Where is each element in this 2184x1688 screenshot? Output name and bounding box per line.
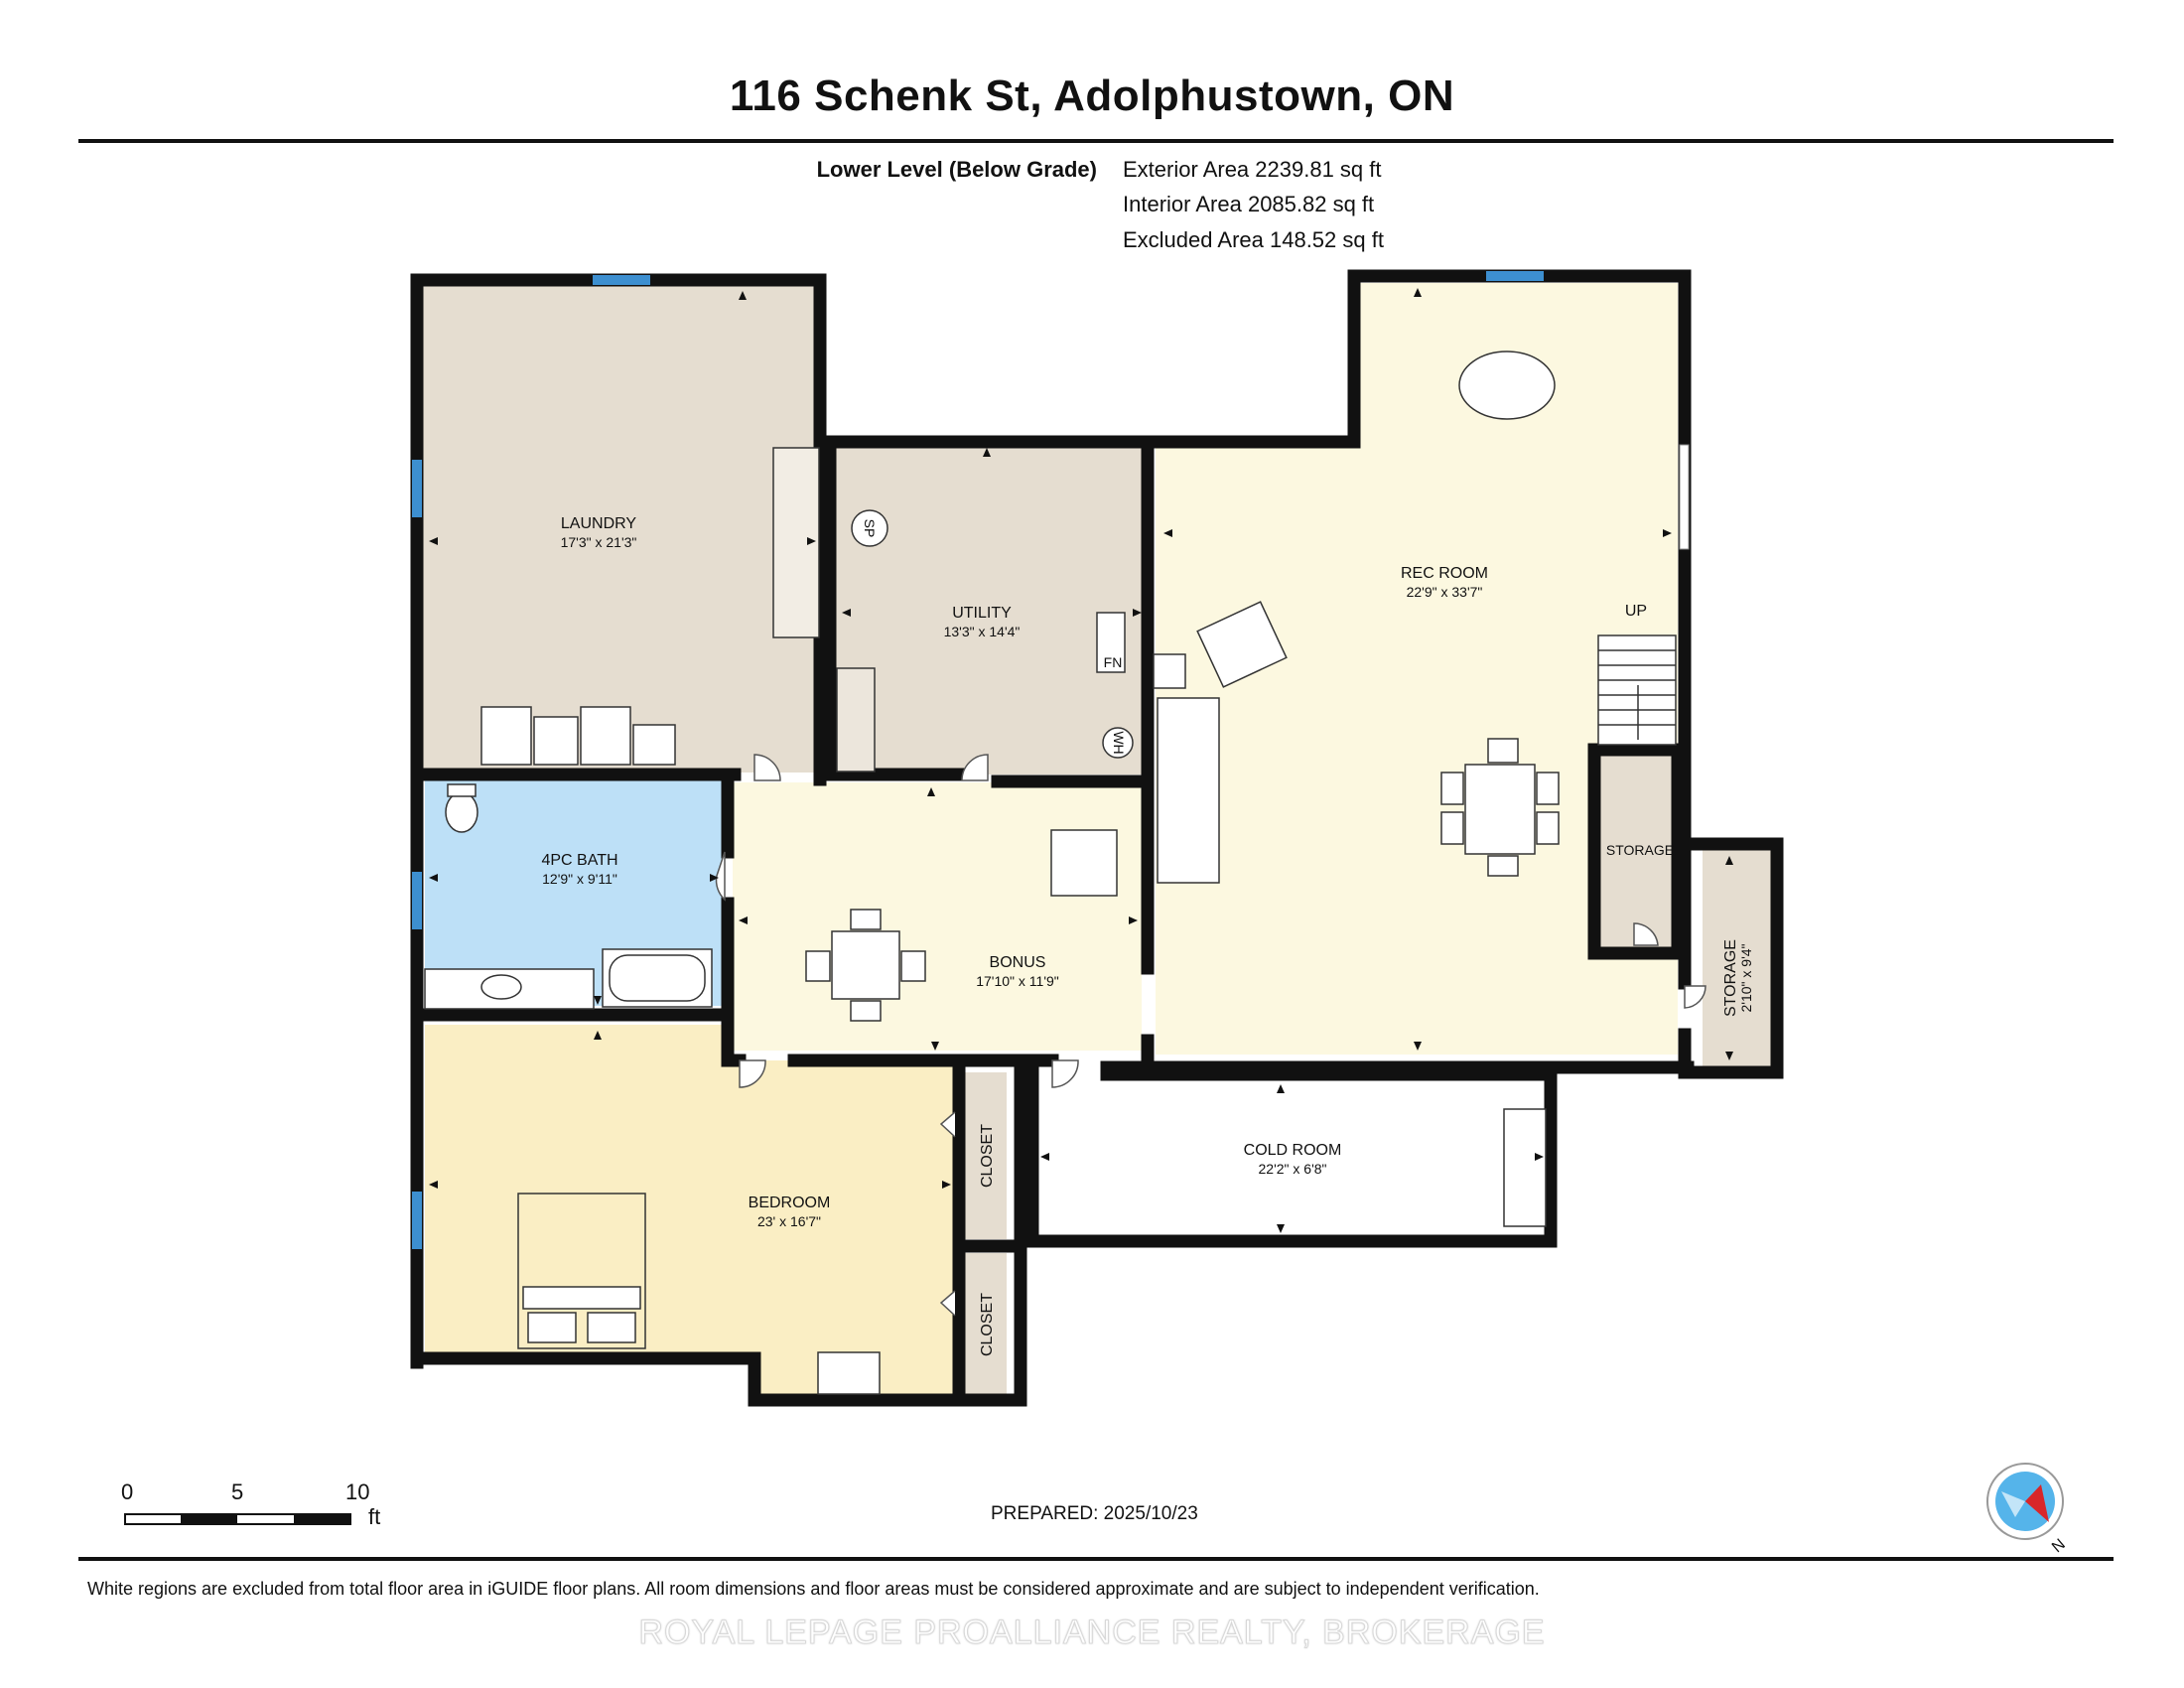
- level-name: Lower Level (Below Grade): [816, 157, 1097, 182]
- utility-name: UTILITY: [952, 605, 1012, 622]
- prepared-date: PREPARED: 2025/10/23: [991, 1503, 1198, 1524]
- rec-room-fill: [1156, 283, 1678, 1055]
- interior-area: Interior Area 2085.82 sq ft: [1123, 192, 1375, 216]
- sump-pump-icon: [851, 509, 888, 547]
- utility-fixtures: [836, 509, 1134, 773]
- closet-upper-fill: [965, 1072, 1007, 1239]
- storage-small-name: STORAGE: [1606, 842, 1674, 858]
- stairs-up-label: UP: [1625, 603, 1647, 620]
- storage-side-dims: 2'10" x 9'4": [1738, 943, 1754, 1012]
- cold-room-dims: 22'2" x 6'8": [1259, 1161, 1327, 1177]
- storage-small-fill: [1600, 755, 1672, 950]
- round-table-icon: [1458, 351, 1556, 420]
- bedroom-dims: 23' x 16'7": [757, 1213, 821, 1229]
- scale-label-10: 10: [345, 1479, 370, 1504]
- disclaimer: White regions are excluded from total fl…: [87, 1579, 1540, 1599]
- scale-label-0: 0: [121, 1479, 134, 1504]
- sump-pump-label: SP: [862, 519, 878, 538]
- furnace-label: FN: [1104, 654, 1123, 670]
- laundry-name: LAUNDRY: [561, 515, 637, 532]
- toilet-icon: [445, 791, 478, 833]
- header-divider: [78, 139, 2114, 143]
- bedroom-furniture: [517, 1193, 881, 1395]
- storage-side-name: STORAGE: [1722, 939, 1739, 1017]
- rec-room-furniture: [1153, 351, 1560, 884]
- scale-unit: ft: [368, 1504, 381, 1529]
- laundry-dims: 17'3" x 21'3": [561, 534, 637, 550]
- compass-north-label: N: [2049, 1536, 2069, 1556]
- closet-upper-name: CLOSET: [979, 1124, 996, 1188]
- bedroom-fill: [425, 1025, 955, 1395]
- armchair-icon: [1196, 601, 1288, 688]
- bonus-dims: 17'10" x 11'9": [976, 973, 1059, 989]
- utility-fill: [834, 447, 1142, 774]
- cold-room-shelf: [1503, 1108, 1547, 1227]
- storage-side-fill: [1703, 844, 1772, 1067]
- rec-room-dims: 22'9" x 33'7": [1407, 584, 1483, 600]
- windows: [412, 271, 1544, 1249]
- water-heater-label: WH: [1111, 731, 1127, 754]
- exterior-area: Exterior Area 2239.81 sq ft: [1123, 157, 1382, 182]
- watermark: ROYAL LEPAGE PROALLIANCE REALTY, BROKERA…: [638, 1614, 1546, 1652]
- dining-table-icon: [1464, 764, 1536, 855]
- bath-name: 4PC BATH: [541, 852, 617, 869]
- dimension-arrows: [429, 288, 1733, 1233]
- utility-dims: 13'3" x 14'4": [944, 624, 1021, 639]
- bath-fixtures: [424, 783, 713, 1010]
- bonus-fill: [733, 782, 1142, 1051]
- water-heater-icon: [1102, 727, 1134, 759]
- bedroom-name: BEDROOM: [749, 1195, 831, 1211]
- bonus-name: BONUS: [990, 954, 1046, 971]
- stairs-icon: [1597, 634, 1677, 746]
- closet-lower-name: CLOSET: [979, 1293, 996, 1356]
- bath-dims: 12'9" x 9'11": [542, 871, 617, 887]
- footer-divider: [78, 1557, 2114, 1561]
- bonus-furniture: [805, 829, 1118, 1022]
- doors: [715, 754, 1706, 1317]
- closet-lower-fill: [965, 1253, 1007, 1395]
- scale-bar: [124, 1513, 351, 1525]
- laundry-fill: [422, 286, 819, 773]
- page-title: 116 Schenk St, Adolphustown, ON: [729, 71, 1455, 120]
- rec-room-name: REC ROOM: [1401, 565, 1488, 582]
- compass-icon: [1986, 1463, 2064, 1540]
- sofa-icon: [1157, 697, 1220, 884]
- sink-icon: [480, 974, 522, 1000]
- cold-room-name: COLD ROOM: [1244, 1142, 1342, 1159]
- excluded-area: Excluded Area 148.52 sq ft: [1123, 227, 1384, 252]
- scale-label-5: 5: [231, 1479, 244, 1504]
- laundry-fixtures: [480, 447, 820, 766]
- rec-side-opening: [1679, 444, 1690, 550]
